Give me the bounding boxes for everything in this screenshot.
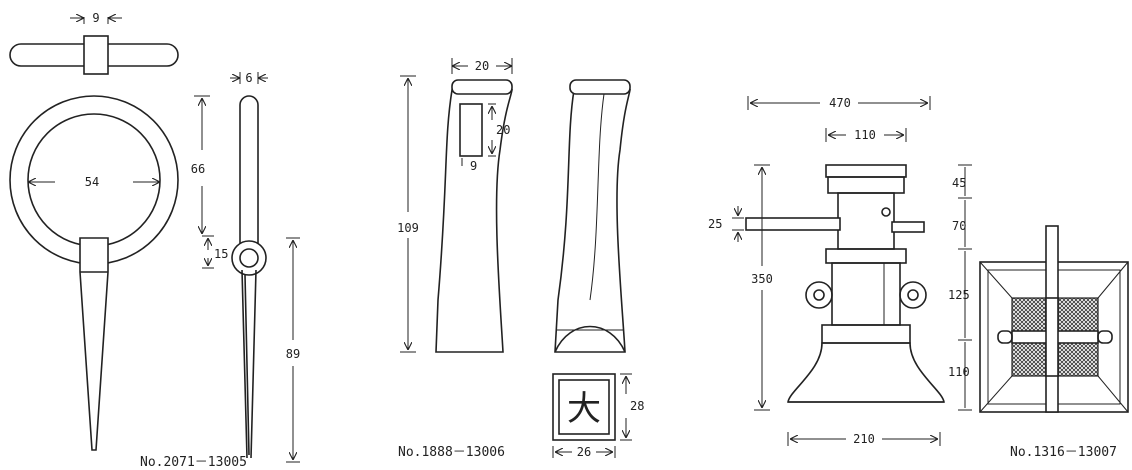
dim-total-height: 350 [751, 272, 773, 286]
weight-base [787, 342, 945, 403]
dim-h2: 70 [952, 219, 966, 233]
dim-ring-diameter: 54 [85, 175, 99, 189]
handle-slot [459, 103, 483, 157]
dim-base-width: 210 [853, 432, 875, 446]
drawing-handle: 20 20 9 109 大 28 [397, 58, 644, 460]
weight-plan-view [979, 225, 1129, 413]
dim-slot-height: 20 [496, 123, 510, 137]
weight-cap [825, 164, 907, 178]
dim-ring-top-width: 9 [92, 11, 99, 25]
stamp-outer [552, 373, 616, 441]
dim-top-width: 20 [475, 59, 489, 73]
dim-h1: 45 [952, 176, 966, 190]
weight-collar [825, 248, 907, 264]
handle-side-rim [569, 79, 631, 95]
handle-side-body [554, 89, 631, 353]
dim-stamp-height: 28 [630, 399, 644, 413]
ring-pin [79, 237, 109, 451]
drawing-ring-pin: 9 54 6 66 15 [9, 11, 300, 470]
dim-stamp-width: 26 [577, 445, 591, 459]
weight-side-bar-left [745, 217, 841, 231]
stamp-inner [558, 379, 610, 435]
dim-height: 109 [397, 221, 419, 235]
side-view-eye-outer [231, 240, 267, 276]
weight-lug-left [805, 281, 833, 309]
weight-lower-collar [821, 324, 911, 344]
side-view-eye-inner [239, 248, 259, 268]
side-view-pin [241, 269, 257, 459]
ring-top-clamp [83, 35, 109, 75]
caption-1888: No.1888－13006 [398, 445, 505, 460]
dim-side-width: 6 [245, 71, 252, 85]
handle-front-rim [451, 79, 513, 95]
dim-h4: 110 [948, 365, 970, 379]
dim-offset: 15 [214, 247, 228, 261]
weight-neck [827, 176, 905, 194]
drawing-weight: 470 110 25 350 [708, 96, 1129, 460]
dim-slot-width: 9 [470, 159, 477, 173]
dim-pin-length: 89 [286, 347, 300, 361]
dim-h3: 125 [948, 288, 970, 302]
weight-middle [831, 262, 901, 326]
side-view-rod [239, 95, 259, 253]
dim-top-width-110: 110 [854, 128, 876, 142]
stamp-char: 大 [567, 389, 601, 429]
handle-front-body [435, 89, 513, 353]
caption-1316: No.1316－13007 [1010, 445, 1117, 460]
weight-lug-right [899, 281, 927, 309]
weight-upper-column [837, 192, 895, 250]
caption-2071: No.2071－13005 [140, 455, 247, 470]
dim-height-upper: 66 [191, 162, 205, 176]
weight-side-bar-right [891, 221, 925, 233]
handle-side-bottom [554, 325, 626, 353]
dim-bar-thickness: 25 [708, 217, 722, 231]
dim-overall-width: 470 [829, 96, 851, 110]
